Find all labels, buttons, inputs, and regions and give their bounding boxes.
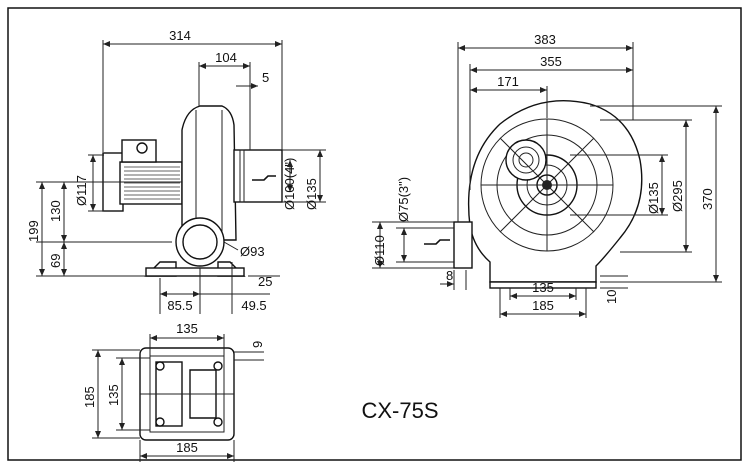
dim-height-total-front: 370 <box>700 188 715 210</box>
dim-base-right: 49.5 <box>241 298 266 313</box>
motor-fins <box>124 166 180 200</box>
dim-width-total: 383 <box>534 32 556 47</box>
border <box>7 7 742 461</box>
outlet-pipe <box>233 149 283 203</box>
dim-inlet-bore: Ø75(3") <box>396 177 411 222</box>
dim-depth-inner: 135 <box>106 384 121 406</box>
side-view: 314 104 5 Ø100(4") Ø135 Ø117 199 130 69 … <box>26 28 326 314</box>
dim-outlet-bore: Ø100(4") <box>282 158 297 210</box>
dim-overall-length: 314 <box>169 28 191 43</box>
cable-gland <box>136 142 148 154</box>
dim-depth-outer: 185 <box>82 386 97 408</box>
dim-flange: 5 <box>262 70 269 85</box>
dim-motor-dia: Ø117 <box>74 175 89 206</box>
dim-outlet-offset: 104 <box>215 50 237 65</box>
dim-base-left: 85.5 <box>167 298 192 313</box>
inlet-ring-inner <box>182 224 218 260</box>
dim-inlet-dia: Ø93 <box>240 244 265 259</box>
dim-housing-dia: Ø295 <box>670 180 685 212</box>
front-base <box>489 281 597 289</box>
dim-height-total: 199 <box>26 220 41 242</box>
base-view: 135 9 185 135 185 <box>82 321 265 462</box>
dim-width-bottom: 185 <box>176 440 198 455</box>
inlet-airflow-arrow <box>424 239 450 245</box>
airflow-arrow <box>252 175 276 181</box>
dim-base-height: 10 <box>604 290 619 304</box>
dim-outlet-flange: Ø135 <box>304 178 319 210</box>
dim-base-step: 25 <box>258 274 272 289</box>
dim-width-housing: 355 <box>540 54 562 69</box>
dim-height-motor: 130 <box>48 200 63 222</box>
dim-gap: 9 <box>250 341 265 348</box>
dim-width-center: 171 <box>497 74 519 89</box>
motor-cap <box>505 139 547 181</box>
dim-base-inner: 135 <box>532 280 554 295</box>
dim-base-outer: 185 <box>532 298 554 313</box>
inlet-flange <box>453 221 473 269</box>
dim-width-top: 135 <box>176 321 198 336</box>
dim-inlet-flange: Ø110 <box>372 235 387 266</box>
dim-flange-thk: 8 <box>446 268 453 283</box>
model-label: CX-75S <box>361 398 438 423</box>
front-view: 383 355 171 Ø135 Ø295 370 Ø75(3") Ø110 <box>372 32 722 318</box>
dim-hub-dia: Ø135 <box>646 182 661 214</box>
dim-height-inlet: 69 <box>48 254 63 268</box>
base-plate <box>145 267 245 277</box>
